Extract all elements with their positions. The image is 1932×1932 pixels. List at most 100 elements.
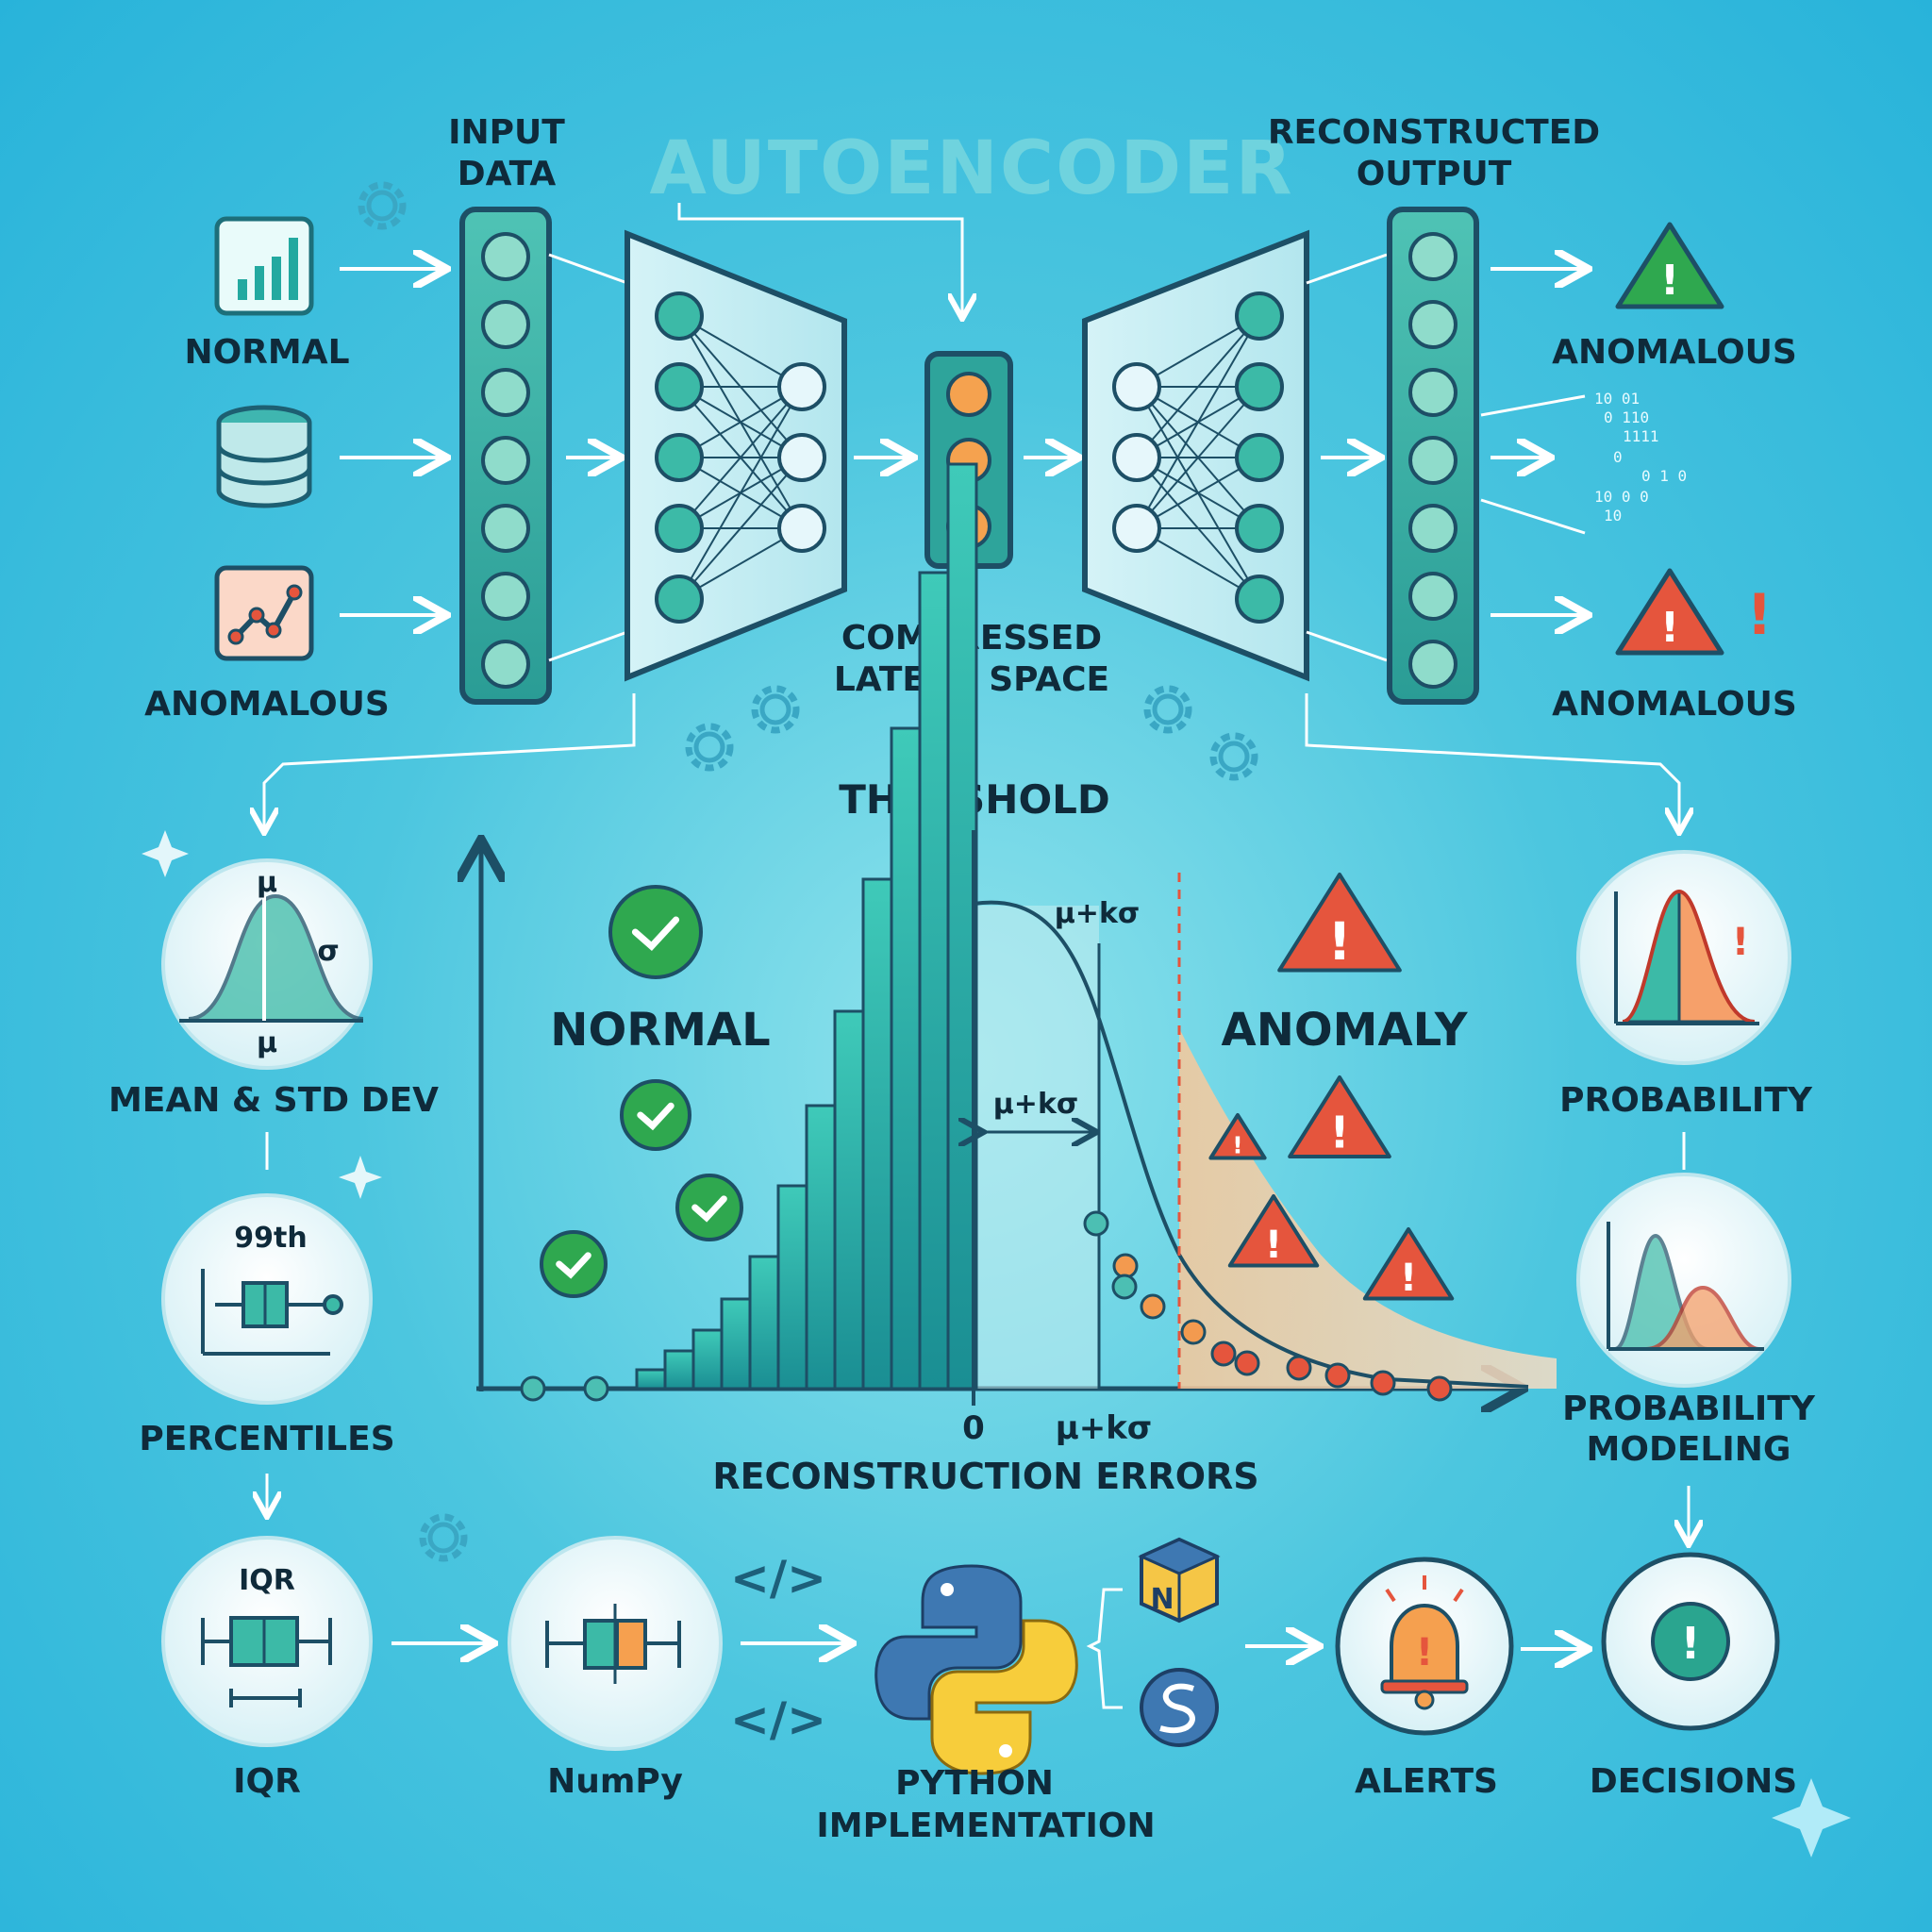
flow-line	[1305, 693, 1679, 830]
binary-line: 0 110	[1604, 408, 1649, 426]
neuron	[481, 232, 530, 281]
warning-exclamation: !	[1400, 1257, 1417, 1300]
encoder-block	[625, 229, 847, 682]
connector-line	[1306, 630, 1388, 662]
neuron	[1112, 504, 1161, 553]
error-point	[1083, 1210, 1109, 1237]
histogram-bar	[776, 1184, 808, 1391]
gear-icon	[1147, 689, 1189, 730]
check-mark	[556, 1252, 591, 1279]
svg-text:!: !	[1681, 1618, 1701, 1669]
neuron	[481, 300, 530, 349]
output-top-label: ANOMALOUS	[1552, 333, 1797, 372]
iqr-label: IQR	[233, 1762, 301, 1801]
connector-line	[548, 253, 628, 285]
neuron	[1235, 433, 1284, 482]
check-icon	[608, 885, 703, 979]
neuron	[1408, 436, 1457, 485]
svg-text:!: !	[1660, 257, 1679, 305]
python-logo-icon	[874, 1564, 1078, 1775]
neuron	[481, 436, 530, 485]
svg-text:!: !	[1660, 604, 1679, 652]
input-label-line1: INPUT	[448, 113, 565, 152]
sparkle-icon	[1772, 1778, 1851, 1857]
probability-badge: !	[1576, 850, 1791, 1065]
warning-red-icon: !	[1615, 568, 1724, 656]
neuron	[1408, 640, 1457, 689]
database-icon	[216, 405, 312, 508]
prob-model-label-line1: PROBABILITY	[1562, 1390, 1816, 1428]
neuron	[1235, 291, 1284, 341]
warning-icon	[1362, 1227, 1455, 1301]
histogram-bar	[805, 1104, 837, 1391]
python-label-line1: PYTHON	[895, 1764, 1054, 1803]
neuron	[1408, 300, 1457, 349]
neuron	[777, 362, 826, 411]
binary-stream: 10 01 0 110 1111 0 0 1 0 10 0 0 10	[1480, 390, 1687, 535]
net-edge	[1136, 386, 1260, 529]
iqr-badge-text: IQR	[239, 1564, 295, 1597]
flow-line	[264, 693, 636, 830]
bracket	[1086, 1588, 1123, 1709]
percentiles-badge: 99th	[161, 1193, 373, 1405]
alerts-badge: !	[1335, 1557, 1514, 1736]
histogram-bar	[663, 1349, 695, 1391]
gear-icon	[755, 689, 796, 730]
alerts-label: ALERTS	[1355, 1762, 1498, 1801]
diagram-title: AUTOENCODER	[649, 126, 1293, 211]
binary-line: 0 1 0	[1641, 467, 1687, 485]
svg-text:N: N	[1150, 1583, 1174, 1616]
net-edge	[678, 386, 803, 529]
prob-model-label-line2: MODELING	[1587, 1430, 1791, 1469]
sparkle-icon	[339, 1156, 382, 1199]
encoder-network	[655, 291, 826, 624]
neuron	[655, 504, 704, 553]
percentiles-label: PERCENTILES	[139, 1420, 394, 1458]
error-point	[1324, 1362, 1351, 1389]
decoder-network	[1112, 291, 1284, 624]
python-label-line2: IMPLEMENTATION	[816, 1807, 1155, 1845]
neuron	[1408, 232, 1457, 281]
neuron	[777, 504, 826, 553]
gear-icon	[689, 726, 730, 768]
anomaly-region-label: ANOMALY	[1222, 1004, 1469, 1057]
threshold-band	[974, 906, 1099, 1389]
iqr-badge: IQR	[161, 1536, 373, 1747]
mean-std-dev-badge: μ σ μ	[161, 858, 373, 1070]
neuron	[655, 362, 704, 411]
histogram-bar	[918, 571, 950, 1391]
connector-line	[548, 630, 628, 662]
neuron	[481, 504, 530, 553]
warning-exclamation: !	[1232, 1131, 1242, 1158]
code-icon: </>	[730, 1551, 826, 1606]
neuron	[655, 291, 704, 341]
binary-line: 10 0 0	[1594, 488, 1649, 506]
scipy-icon	[1140, 1668, 1219, 1747]
check-icon	[540, 1230, 608, 1298]
warning-exclamation: !	[1265, 1224, 1282, 1267]
error-point	[1180, 1319, 1207, 1345]
output-nodes	[1408, 232, 1457, 689]
error-points	[520, 1210, 1453, 1402]
neuron	[777, 433, 826, 482]
error-point	[1286, 1355, 1312, 1381]
normal-chart-icon	[214, 216, 314, 316]
input-normal-label: NORMAL	[184, 333, 349, 372]
neuron	[1235, 504, 1284, 553]
neuron	[1235, 362, 1284, 411]
error-point	[1370, 1370, 1396, 1396]
sigma-symbol: σ	[317, 935, 339, 968]
binary-line: 1111	[1623, 427, 1659, 445]
histogram-bar	[748, 1255, 780, 1391]
error-point	[1210, 1341, 1237, 1367]
binary-line: 10	[1604, 507, 1622, 525]
error-point	[1111, 1274, 1138, 1300]
error-point	[1112, 1253, 1139, 1279]
warning-icon	[1277, 873, 1402, 973]
histogram-bar	[635, 1368, 667, 1391]
histogram-bar	[691, 1328, 724, 1391]
distribution-curve	[973, 900, 1529, 1389]
check-icon	[620, 1079, 691, 1151]
neuron	[481, 368, 530, 417]
input-label-line2: DATA	[458, 155, 557, 193]
